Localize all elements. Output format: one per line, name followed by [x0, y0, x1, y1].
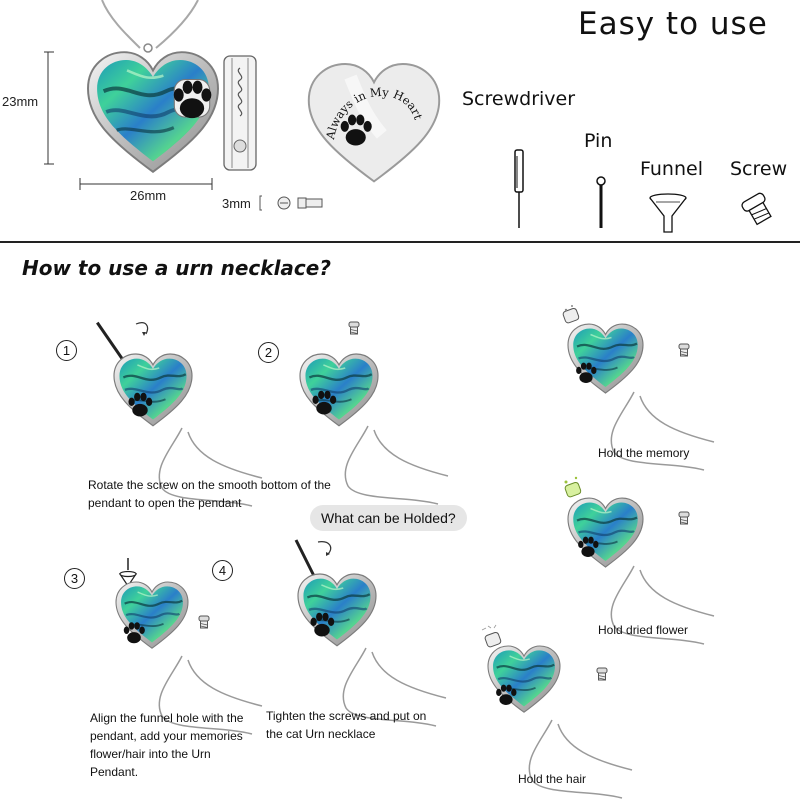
- svg-text:Always in My Heart: Always in My Heart: [323, 85, 426, 142]
- hold-hair-label: Hold the hair: [518, 772, 587, 786]
- step-4-number: 4: [212, 560, 233, 581]
- pendant-back-image: [307, 63, 441, 183]
- step-3-caption: Align the funnel hole with the pendant, …: [90, 711, 244, 779]
- funnel-icon: [649, 193, 687, 233]
- section-divider: [0, 241, 800, 243]
- section-title: How to use a urn necklace?: [22, 256, 331, 280]
- width-dimension: 26mm: [130, 188, 167, 203]
- height-dimension: 23mm: [2, 94, 39, 109]
- step-3-pendant-image: [114, 558, 263, 735]
- hold-hair-pendant-image: [481, 624, 633, 799]
- depth-dimension: 3mm: [222, 196, 251, 211]
- step-1-caption: Rotate the screw on the smooth bottom of…: [88, 478, 331, 510]
- necklace-chain-image: [101, 0, 199, 53]
- holdables-question-pill: What can be Holded?: [310, 505, 467, 531]
- dimension-lines: [44, 51, 213, 190]
- step-1-pendant-image: [96, 321, 263, 507]
- pendant-front-image: [86, 50, 220, 174]
- engraving-text: Always in My Heart: [323, 85, 426, 142]
- screw-detail-image: [259, 195, 323, 211]
- step-1-number: 1: [56, 340, 77, 361]
- step-4-caption: Tighten the screws and put on the cat Ur…: [266, 709, 427, 741]
- tool-label-screwdriver: Screwdriver: [462, 88, 576, 110]
- pendant-side-image: [223, 55, 257, 171]
- hold-memory-pendant-image: [562, 305, 715, 471]
- step-2-number: 2: [258, 342, 279, 363]
- page-title: Easy to use: [578, 6, 768, 42]
- step-2-pendant-image: [298, 321, 449, 505]
- tool-label-pin: Pin: [584, 130, 613, 152]
- step-4-pendant-image: [294, 539, 447, 727]
- tool-label-screw: Screw: [730, 158, 788, 180]
- step-3-number: 3: [64, 568, 85, 589]
- screwdriver-icon: [514, 149, 524, 228]
- tool-label-funnel: Funnel: [640, 158, 703, 180]
- hold-flower-label: Hold dried flower: [598, 623, 689, 637]
- screw-icon: [741, 192, 772, 226]
- pin-icon: [596, 176, 606, 228]
- hold-flower-pendant-image: [564, 476, 715, 645]
- header-section: 23mm 26mm 3mm Always in My Heart Easy to…: [0, 0, 800, 242]
- hold-memory-label: Hold the memory: [598, 446, 690, 460]
